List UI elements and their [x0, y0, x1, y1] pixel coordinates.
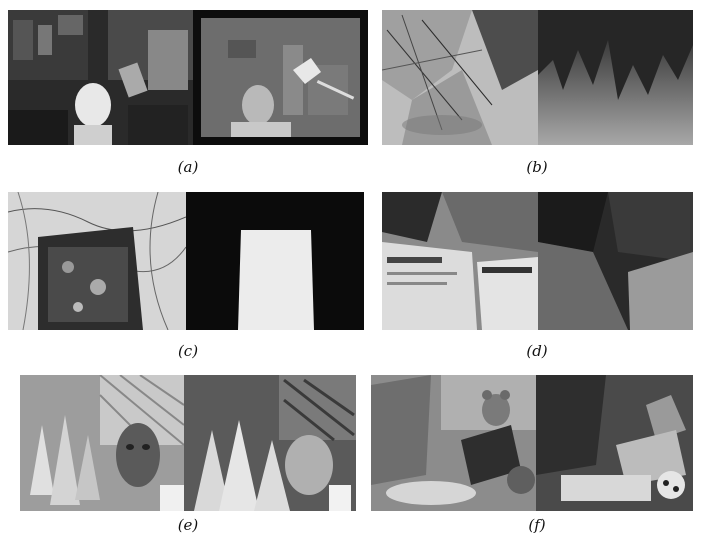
panel-b-photo: [382, 10, 538, 145]
panel-c-depth: [186, 192, 364, 330]
panel-a-depth: [193, 10, 368, 145]
panel-c-caption: (c): [177, 342, 199, 360]
panel-c-photo: [8, 192, 186, 330]
panel-f-photo: [371, 375, 536, 511]
panel-e-photo: [20, 375, 184, 511]
panel-e-depth: [184, 375, 356, 511]
panel-d-depth: [538, 192, 693, 330]
panel-b-depth: [538, 10, 693, 145]
panel-a-caption: (a): [177, 158, 199, 176]
panel-e-caption: (e): [177, 516, 199, 534]
panel-f-caption: (f): [528, 516, 546, 534]
panel-b-caption: (b): [526, 158, 548, 176]
panel-d-photo: [382, 192, 538, 330]
panel-a-photo: [8, 10, 193, 145]
panel-f-depth: [536, 375, 693, 511]
panel-d-caption: (d): [526, 342, 548, 360]
